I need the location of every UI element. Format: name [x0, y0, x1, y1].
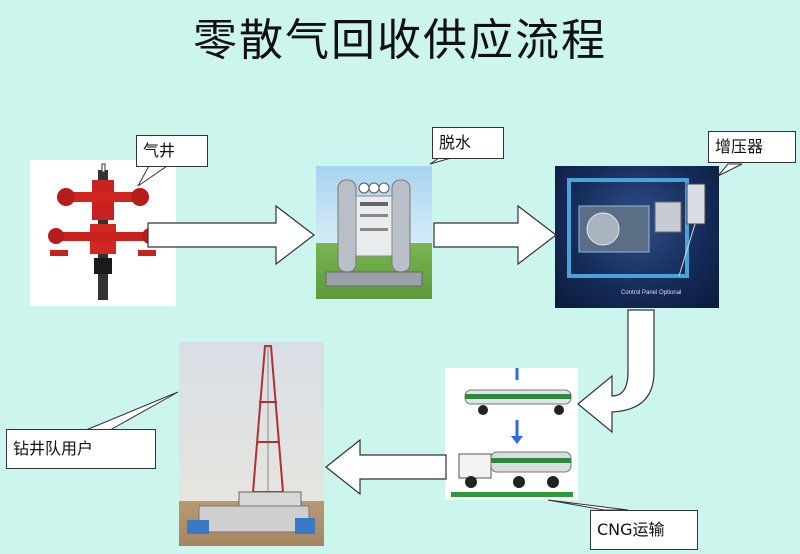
arrow-dehydration-to-compressor [433, 204, 557, 266]
callout-gas-well: 气井 [136, 135, 208, 167]
page-title: 零散气回收供应流程 [193, 15, 607, 66]
arrow-compressor-to-cng [577, 309, 655, 434]
arrow-cng-to-drill-team [325, 438, 447, 496]
callout-dehydration: 脱水 [432, 127, 504, 159]
callout-drill-team: 钻井队用户 [6, 429, 156, 469]
callout-tail-cng [547, 499, 629, 511]
compressor-caption: Control Panel Optional [621, 290, 682, 296]
callout-tail-compressor [717, 163, 743, 177]
callout-cng: CNG运输 [590, 510, 698, 550]
arrow-well-to-dehydration [147, 204, 315, 266]
dehydration-unit-image [316, 166, 432, 299]
cng-truck-image [445, 368, 578, 500]
drilling-rig-image [179, 342, 324, 546]
callout-compressor: 增压器 [708, 131, 796, 163]
compressor-image: Control Panel Optional [555, 166, 719, 308]
callout-tail-gas-well [137, 163, 172, 187]
callout-tail-drill-team [85, 391, 179, 431]
